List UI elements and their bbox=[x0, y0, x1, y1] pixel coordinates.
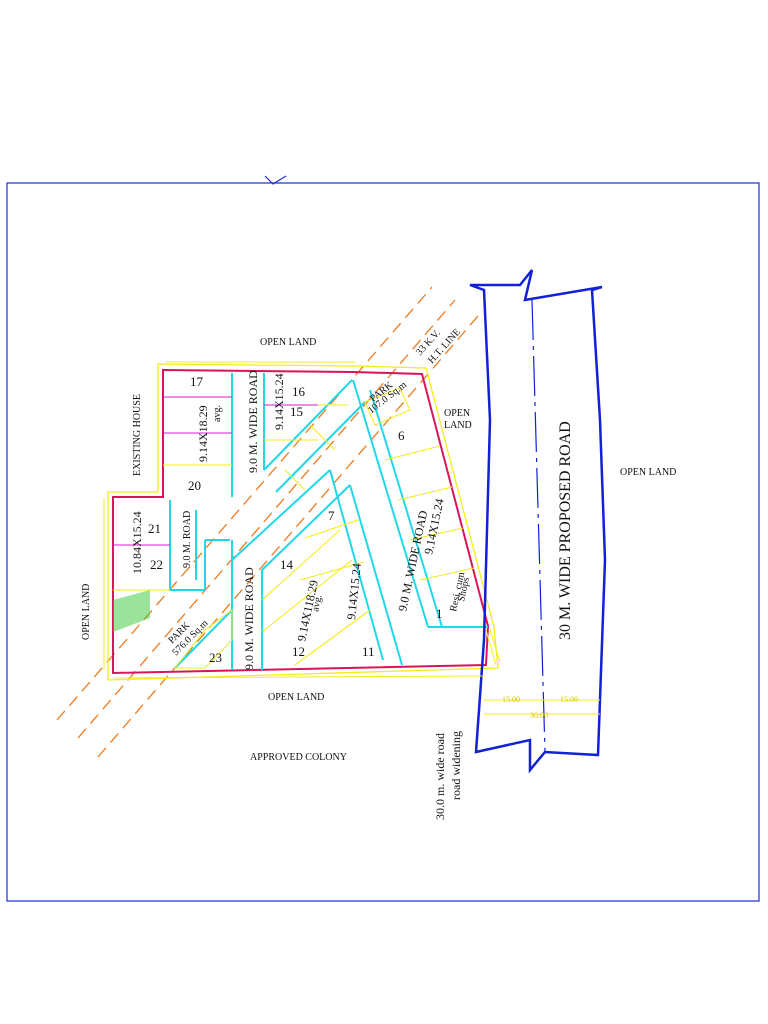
road-label-b: 9.0 M. WIDE ROAD bbox=[242, 567, 256, 670]
road-widening-label-1: 30.0 m. wide road bbox=[433, 733, 447, 820]
plot-size-label-3: 10.84X15.24 bbox=[130, 511, 144, 574]
open-land-left-label: OPEN LAND bbox=[81, 584, 92, 640]
dim-15-b: 15.00 bbox=[560, 695, 578, 704]
proposed-road-centerline bbox=[531, 299, 546, 753]
approved-colony-label: APPROVED COLONY bbox=[250, 752, 347, 763]
plot-size-label-2: 9.14X15.24 bbox=[272, 373, 286, 430]
plot-12: 12 bbox=[292, 644, 305, 659]
plot-14: 14 bbox=[280, 557, 294, 572]
plot-22: 22 bbox=[150, 557, 163, 572]
road-label-d: 9.0 M. ROAD bbox=[182, 511, 193, 568]
sheet-frame bbox=[6, 182, 760, 902]
proposed-road bbox=[469, 269, 607, 774]
open-land-top-label: OPEN LAND bbox=[260, 337, 316, 348]
open-land-mid2-label: LAND bbox=[444, 420, 472, 431]
north-marker bbox=[264, 175, 287, 185]
plot-size-label-4b: avg. bbox=[310, 594, 324, 613]
plot-6: 6 bbox=[398, 428, 405, 443]
park-hatch bbox=[173, 387, 501, 669]
open-land-right-label: OPEN LAND bbox=[620, 467, 676, 478]
open-land-bottom-label: OPEN LAND bbox=[268, 692, 324, 703]
dimension-lines bbox=[103, 361, 600, 715]
road-label-a: 9.0 M. WIDE ROAD bbox=[246, 370, 260, 473]
site-offset-boundary bbox=[107, 363, 499, 681]
road-widening-label-2: road widening bbox=[449, 731, 463, 800]
plot-size-label-5: 9.14X15.24 bbox=[344, 562, 364, 620]
green-patch bbox=[113, 590, 150, 632]
plot-20: 20 bbox=[188, 478, 201, 493]
plot-21: 21 bbox=[148, 521, 161, 536]
plot-15: 15 bbox=[290, 404, 303, 419]
plot-16: 16 bbox=[292, 384, 306, 399]
plot-size-label-1b: avg. bbox=[212, 405, 223, 422]
existing-house-label: EXISTING HOUSE bbox=[132, 394, 143, 476]
plot-dividers bbox=[113, 396, 318, 546]
proposed-road-label: 30 M. WIDE PROPOSED ROAD bbox=[557, 421, 574, 640]
plot-23: 23 bbox=[209, 650, 222, 665]
plot-17: 17 bbox=[190, 374, 204, 389]
site-boundary bbox=[112, 368, 490, 675]
plot-1: 1 bbox=[436, 606, 443, 621]
resi-label-2: Shops bbox=[456, 576, 472, 602]
internal-roads bbox=[169, 373, 488, 670]
road-label-c: 9.0 M. WIDE ROAD bbox=[395, 509, 430, 613]
dim-15-a: 15.00 bbox=[502, 695, 520, 704]
plot-size-label-1: 9.14X18.29 bbox=[196, 405, 210, 462]
plot-7: 7 bbox=[328, 508, 335, 523]
plot-11: 11 bbox=[362, 644, 375, 659]
dim-30: 30.00 bbox=[530, 711, 548, 720]
open-land-mid-label: OPEN bbox=[444, 408, 470, 419]
